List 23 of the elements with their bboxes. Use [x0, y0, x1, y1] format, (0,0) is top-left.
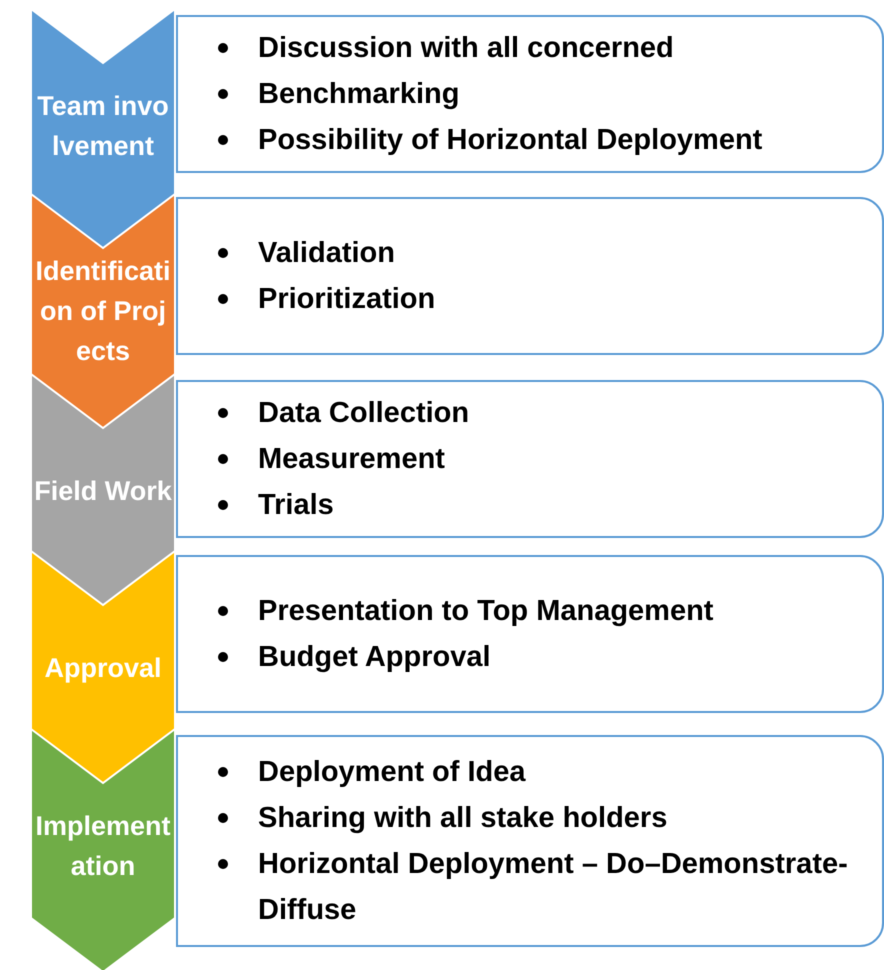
step-title: Team involvement	[36, 90, 170, 162]
bullet-text: Discussion with all concerned	[258, 31, 674, 66]
step-title: Approval	[43, 652, 163, 685]
content-box	[176, 197, 884, 355]
bullet-text: Measurement	[258, 442, 445, 477]
bullet-text: Validation	[258, 236, 395, 271]
bullet-text: Benchmarking	[258, 77, 460, 112]
bullet-text: Data Collection	[258, 396, 470, 431]
step-title: Identification of Projects	[34, 254, 172, 368]
bullet-text: Deployment of Idea	[258, 755, 526, 790]
bullet-text: Presentation to Top Management	[258, 594, 714, 629]
step-title: Implementation	[34, 810, 172, 882]
step-title: Field Work	[34, 474, 172, 508]
content-box	[176, 555, 884, 713]
content-box	[176, 380, 884, 538]
content-box	[176, 15, 884, 173]
bullet-text: Budget Approval	[258, 640, 491, 675]
bullet-text: Possibility of Horizontal Deployment	[258, 123, 762, 158]
bullet-text: Prioritization	[258, 282, 436, 317]
content-box	[176, 735, 884, 947]
bullet-text: Trials	[258, 488, 334, 523]
bullet-text: Sharing with all stake holders	[258, 801, 668, 836]
bullet-text: Horizontal Deployment – Do–Demonstrate-Diffuse	[258, 847, 849, 928]
